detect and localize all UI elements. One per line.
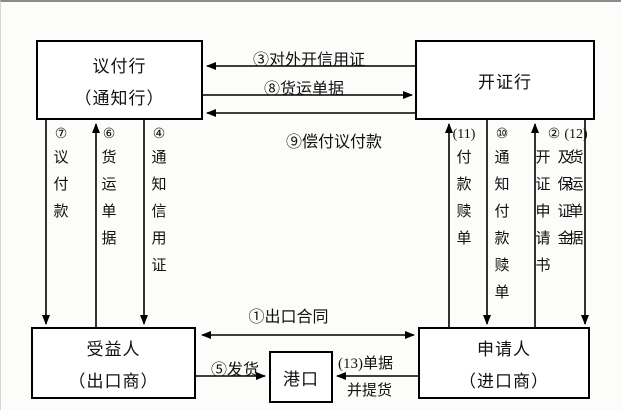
box-negotiating-bank: 议付行 （通知行） xyxy=(36,40,203,120)
docs-to-negbank-number: ⑥ xyxy=(102,127,116,142)
issuing-bank-name: 开证行 xyxy=(478,72,532,92)
applicant-name: 申请人 xyxy=(477,339,531,359)
label-advise-lc: ④ 通知信用证 xyxy=(146,125,172,280)
label-docs-to-applicant: (12) 货运单据 xyxy=(561,125,591,253)
box-beneficiary: 受益人 （出口商） xyxy=(31,327,196,399)
label-docs-pickup-2: 并提货 xyxy=(347,383,393,399)
label-apply-lc: ② 开证申请书 及保证金 xyxy=(533,125,575,280)
negotiate-payment-number: ⑦ xyxy=(54,127,68,142)
box-port: 港口 xyxy=(269,351,333,403)
label-notify-redeem: ⑩ 通知付款赎单 xyxy=(487,125,517,307)
label-contract: ①出口合同 xyxy=(248,309,329,326)
pay-redeem-text: 付款赎单 xyxy=(456,150,472,247)
negotiate-payment-text: 议付款 xyxy=(53,150,69,220)
negotiating-bank-subname: （通知行） xyxy=(74,88,165,108)
label-reimburse: ⑨偿付议付款 xyxy=(285,134,382,151)
advise-lc-number: ④ xyxy=(152,127,166,142)
label-negotiate-payment: ⑦ 议付款 xyxy=(48,125,74,226)
notify-redeem-text: 通知付款赎单 xyxy=(494,150,510,301)
label-docs-to-negbank: ⑥ 货运单据 xyxy=(96,125,122,253)
apply-lc-text-col2: 及保证金 xyxy=(557,150,573,247)
apply-lc-text-col1: 开证申请书 xyxy=(535,150,551,274)
label-docs-to-issuer: ⑧货运单据 xyxy=(263,81,344,98)
pay-redeem-number: (11) xyxy=(452,127,476,142)
label-docs-pickup-1: (13)单据 xyxy=(338,356,393,372)
applicant-subname: （进口商） xyxy=(459,371,549,391)
apply-lc-number: ② xyxy=(547,127,561,142)
docs-to-negbank-text: 货运单据 xyxy=(101,150,117,247)
docs-to-applicant-number: (12) xyxy=(564,127,588,142)
box-applicant: 申请人 （进口商） xyxy=(418,327,590,399)
docs-to-applicant-text: 货运单据 xyxy=(568,150,584,247)
label-pay-redeem: (11) 付款赎单 xyxy=(449,125,479,253)
label-open-lc: ③对外开信用证 xyxy=(252,52,365,69)
notify-redeem-number: ⑩ xyxy=(495,127,509,142)
beneficiary-name: 受益人 xyxy=(86,339,141,359)
advise-lc-text: 通知信用证 xyxy=(151,150,167,274)
label-ship-goods: ⑤发货 xyxy=(210,362,259,379)
box-issuing-bank: 开证行 xyxy=(415,40,595,120)
negotiating-bank-name: 议付行 xyxy=(92,56,147,76)
port-name: 港口 xyxy=(283,369,319,389)
beneficiary-subname: （出口商） xyxy=(68,371,159,391)
